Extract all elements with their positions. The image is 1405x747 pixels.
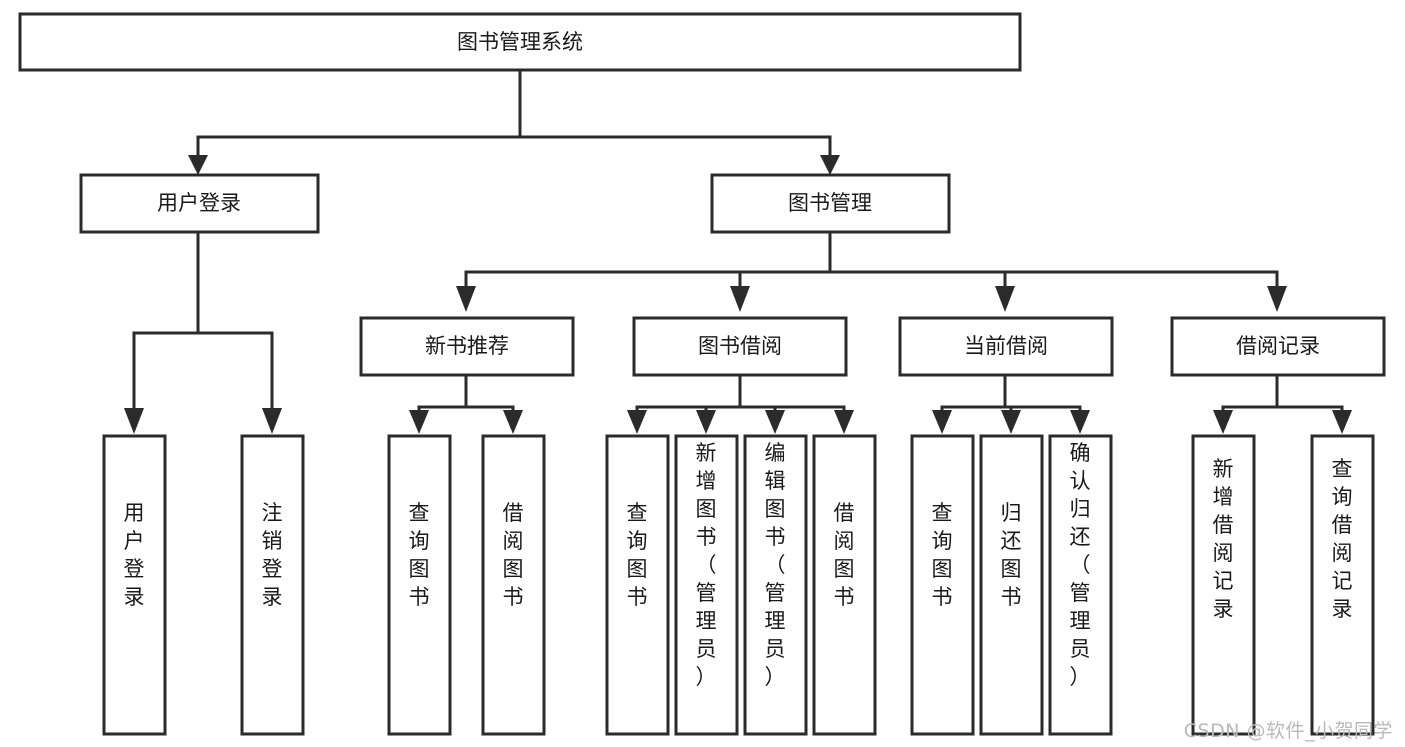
node-borrow-record-box[interactable] (1170, 316, 1386, 377)
node-current-borrow-label: 当前借阅 (964, 334, 1048, 358)
node-leaf-query-book-2-label: 查询图书 (627, 501, 648, 609)
node-book-borrow[interactable]: 图书借阅 (632, 316, 848, 377)
node-book-management-label: 图书管理 (788, 191, 872, 215)
arrow-head-leaf-query-record (1332, 410, 1352, 434)
node-leaf-logout-box[interactable] (240, 434, 305, 736)
arrow-head-current-borrow (995, 286, 1015, 312)
node-leaf-user-login-label: 用户登录 (124, 501, 145, 609)
node-leaf-confirm-return[interactable]: 确认归还（管理员） (1048, 434, 1113, 736)
node-leaf-edit-book-label: 编辑图书（管理员） (765, 441, 786, 689)
node-leaf-query-book-1-label: 查询图书 (409, 501, 430, 609)
arrow-head-leaf-query-book-3 (932, 410, 952, 434)
node-new-book-recommend[interactable]: 新书推荐 (359, 316, 575, 377)
node-leaf-edit-book[interactable]: 编辑图书（管理员） (743, 434, 808, 736)
node-current-borrow[interactable]: 当前借阅 (898, 316, 1114, 377)
arrow-head-leaf-add-book (696, 410, 716, 434)
node-user-login[interactable]: 用户登录 (79, 173, 320, 234)
node-book-borrow-box[interactable] (632, 316, 848, 377)
arrow-head-leaf-confirm-return (1070, 410, 1090, 434)
arrow-head-leaf-edit-book (765, 410, 785, 434)
arrow-head-new-book-recommend (456, 286, 476, 312)
arrow-head-leaf-query-book-2 (627, 410, 647, 434)
arrow-head-leaf-user-login (124, 408, 144, 434)
node-leaf-add-record-label: 新增借阅记录 (1213, 457, 1234, 621)
node-leaf-query-book-2-box[interactable] (605, 434, 670, 736)
node-leaf-query-record-label: 查询借阅记录 (1332, 457, 1353, 621)
connectors-group (124, 68, 1352, 434)
node-leaf-borrow-book-2-label: 借阅图书 (834, 501, 855, 609)
node-leaf-query-book-3-label: 查询图书 (932, 501, 953, 609)
node-new-book-recommend-label: 新书推荐 (425, 334, 509, 358)
node-borrow-record[interactable]: 借阅记录 (1170, 316, 1386, 377)
node-leaf-user-login[interactable]: 用户登录 (102, 434, 167, 736)
node-new-book-recommend-box[interactable] (359, 316, 575, 377)
node-leaf-add-record[interactable]: 新增借阅记录 (1191, 434, 1256, 736)
node-leaf-query-book-1-box[interactable] (387, 434, 452, 736)
node-leaf-borrow-book-1-box[interactable] (481, 434, 546, 736)
arrow-head-leaf-logout (262, 408, 282, 434)
node-leaf-query-record-box[interactable] (1310, 434, 1375, 736)
node-book-management-box[interactable] (710, 173, 951, 234)
node-leaf-query-book-2[interactable]: 查询图书 (605, 434, 670, 736)
node-leaf-return-book-label: 归还图书 (1001, 501, 1022, 609)
node-leaf-borrow-book-2-box[interactable] (812, 434, 877, 736)
node-current-borrow-box[interactable] (898, 316, 1114, 377)
node-leaf-query-record[interactable]: 查询借阅记录 (1310, 434, 1375, 736)
arrow-head-leaf-query-book-1 (409, 410, 429, 434)
node-leaf-confirm-return-label: 确认归还（管理员） (1070, 441, 1091, 689)
arrow-head-user-login (188, 155, 208, 175)
arrow-head-book-management (820, 155, 840, 175)
node-leaf-logout[interactable]: 注销登录 (240, 434, 305, 736)
node-leaf-confirm-return-box[interactable] (1048, 434, 1113, 736)
arrow-head-leaf-return-book (1001, 410, 1021, 434)
node-leaf-return-book-box[interactable] (979, 434, 1044, 736)
arrow-head-leaf-borrow-book-1 (503, 410, 523, 434)
node-leaf-edit-book-box[interactable] (743, 434, 808, 736)
node-leaf-query-book-3-box[interactable] (910, 434, 975, 736)
node-book-borrow-label: 图书借阅 (698, 334, 782, 358)
node-leaf-borrow-book-2[interactable]: 借阅图书 (812, 434, 877, 736)
node-leaf-borrow-book-1[interactable]: 借阅图书 (481, 434, 546, 736)
node-leaf-query-book-3[interactable]: 查询图书 (910, 434, 975, 736)
node-root-label: 图书管理系统 (457, 30, 583, 54)
node-leaf-user-login-box[interactable] (102, 434, 167, 736)
node-root[interactable]: 图书管理系统 (18, 12, 1022, 72)
node-leaf-logout-label: 注销登录 (262, 501, 283, 609)
node-leaf-return-book[interactable]: 归还图书 (979, 434, 1044, 736)
arrow-head-book-borrow (730, 286, 750, 312)
node-user-login-box[interactable] (79, 173, 320, 234)
node-book-management[interactable]: 图书管理 (710, 173, 951, 234)
arrow-head-borrow-record (1267, 286, 1287, 312)
node-leaf-add-book-box[interactable] (674, 434, 739, 736)
node-leaf-add-book[interactable]: 新增图书（管理员） (674, 434, 739, 736)
node-root-box[interactable] (18, 12, 1022, 72)
arrow-head-leaf-add-record (1213, 410, 1233, 434)
arrow-head-leaf-borrow-book-2 (834, 410, 854, 434)
node-user-login-label: 用户登录 (157, 191, 241, 215)
node-leaf-query-book-1[interactable]: 查询图书 (387, 434, 452, 736)
node-leaf-add-book-label: 新增图书（管理员） (696, 441, 717, 689)
node-borrow-record-label: 借阅记录 (1236, 334, 1320, 358)
node-leaf-borrow-book-1-label: 借阅图书 (503, 501, 524, 609)
node-leaf-add-record-box[interactable] (1191, 434, 1256, 736)
csdn-watermark: CSDN @软件_小贺同学 (1183, 720, 1393, 742)
